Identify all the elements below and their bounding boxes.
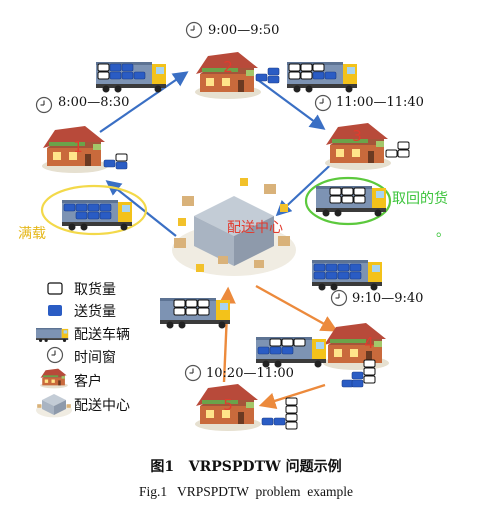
- caption-zh-fig: 图1: [150, 459, 175, 475]
- vrpsp-diagram: 配送中心 1 8:00—8:30 2 9:00—9:50 3 11:00—11:…: [18, 21, 450, 431]
- customer-1: 1 8:00—8:30: [35, 95, 129, 173]
- truck-route-4-5: [256, 337, 326, 368]
- depot-icon: [36, 394, 72, 418]
- truck-icon: [36, 328, 69, 343]
- legend-label-truck: 配送车辆: [74, 326, 130, 343]
- time-window-2: 9:00—9:50: [208, 23, 279, 38]
- customer-4: 4 9:10—9:40: [323, 289, 423, 388]
- figure-caption-english: Fig.1 VRPSPDTW problem example: [0, 484, 492, 500]
- caption-en-fig: Fig.1: [138, 484, 168, 499]
- customer-2: 2 9:00—9:50: [185, 21, 280, 99]
- clock-icon: [35, 96, 53, 114]
- customer-1-loads: [103, 153, 128, 170]
- time-window-1: 8:00—8:30: [58, 95, 129, 110]
- pickup-box-icon: [47, 282, 63, 295]
- picked-up-ellipse: [304, 176, 392, 226]
- caption-en-title: VRPSPDTW problem example: [177, 484, 354, 499]
- clock-icon: [185, 21, 203, 39]
- customer-2-loads: [255, 67, 280, 84]
- figure-caption-chinese: 图1 VRPSPDTW 问题示例: [0, 456, 492, 476]
- legend-label-pickup: 取货量: [74, 281, 116, 298]
- customer-1-number: 1: [73, 138, 83, 156]
- caption-zh-title: VRPSPDTW 问题示例: [188, 459, 342, 475]
- customer-3: 3 11:00—11:40: [314, 94, 424, 170]
- customer-4-number: 4: [364, 334, 374, 352]
- depot: [172, 178, 296, 276]
- clock-icon: [46, 346, 64, 364]
- truck-full-load: [62, 200, 132, 231]
- customer-3-loads: [385, 141, 410, 158]
- truck-route-1-2: [96, 62, 166, 93]
- depot-label: 配送中心: [227, 220, 283, 236]
- full-load-label: 满载: [18, 226, 46, 242]
- full-load-ellipse: [40, 184, 148, 236]
- customer-2-number: 2: [223, 58, 233, 76]
- delivery-box-icon: [48, 305, 62, 316]
- legend-label-delivery: 送货量: [74, 303, 116, 320]
- legend-label-depot: 配送中心: [74, 398, 130, 414]
- truck-route-5-depot: [160, 298, 230, 329]
- truck-route-depot-4: [312, 260, 382, 291]
- clock-icon: [330, 289, 348, 307]
- time-window-5: 10:20—11:00: [206, 366, 294, 381]
- truck-route-2-3: [287, 62, 357, 93]
- picked-up-dot: 。: [436, 224, 450, 240]
- customer-3-number: 3: [352, 127, 362, 145]
- clock-icon: [184, 364, 202, 382]
- picked-up-label: 取回的货: [392, 190, 448, 207]
- customer-house-icon: [40, 368, 68, 389]
- customer-5-number: 5: [223, 396, 233, 414]
- clock-icon: [314, 94, 332, 112]
- time-window-3: 11:00—11:40: [336, 95, 424, 110]
- truck-picked-up: [316, 186, 386, 217]
- customer-5: 5 10:20—11:00: [184, 364, 298, 431]
- legend-label-customer: 客户: [74, 373, 102, 390]
- time-window-4: 9:10—9:40: [352, 291, 423, 306]
- legend: 取货量 送货量 配送车辆 时间窗 客户 配送中心: [36, 281, 130, 418]
- legend-label-time-window: 时间窗: [74, 349, 116, 366]
